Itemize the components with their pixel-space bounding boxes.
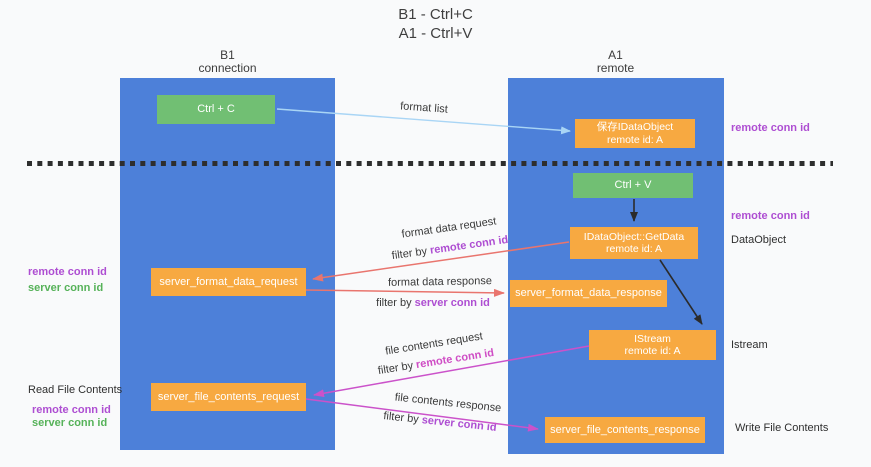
label-dataobject: DataObject	[731, 234, 787, 246]
remote-conn-id-text: remote conn id	[429, 233, 509, 257]
arrow-label-filter-by-server-conn-id-2: filter by server conn id	[383, 410, 497, 434]
title-line-1: B1 - Ctrl+C	[398, 6, 473, 23]
column-subtitle-remote: remote	[596, 61, 635, 75]
node-server-format-data-response-label: server_format_data_response	[515, 287, 662, 299]
column-header-a1: A1 remote	[508, 49, 723, 75]
label-left-remote-conn-id-1: remote conn id	[28, 266, 107, 278]
node-server-file-contents-request-label: server_file_contents_request	[157, 390, 300, 403]
node-idataobject-getdata: IDataObject::GetData remote id: A	[570, 227, 698, 259]
node-ctrl-v: Ctrl + V	[573, 173, 693, 198]
node-server-file-contents-response-label: server_file_contents_response	[550, 423, 700, 436]
column-title-a1: A1	[608, 48, 623, 62]
node-server-format-data-response: server_format_data_response	[510, 280, 667, 307]
server-conn-id-text: server conn id	[421, 414, 498, 434]
node-idataobject-getdata-line1: IDataObject::GetData	[583, 230, 685, 243]
filter-by-text: filter by	[376, 297, 415, 309]
arrow-label-format-data-response: format data response	[387, 275, 493, 289]
label-right-remote-conn-id-1: remote conn id	[731, 122, 810, 134]
label-right-remote-conn-id-2: remote conn id	[731, 210, 810, 222]
node-server-format-data-request-label: server_format_data_request	[159, 275, 298, 288]
node-ctrl-c: Ctrl + C	[157, 95, 275, 124]
label-left-remote-conn-id-2: remote conn id	[32, 404, 111, 416]
column-subtitle-connection: connection	[198, 61, 257, 75]
label-left-server-conn-id-2: server conn id	[32, 417, 108, 429]
label-write-file-contents: Write File Contents	[735, 422, 829, 434]
arrow-label-file-contents-response: file contents response	[394, 391, 502, 415]
node-server-file-contents-request: server_file_contents_request	[151, 383, 306, 411]
node-istream-line2: remote id: A	[624, 345, 681, 357]
node-server-file-contents-response: server_file_contents_response	[545, 417, 705, 443]
title-line-2: A1 - Ctrl+V	[398, 25, 473, 42]
node-istream: IStream remote id: A	[589, 330, 716, 360]
arrow-label-format-list: format list	[399, 100, 449, 116]
column-title-b1: B1	[220, 48, 235, 62]
node-save-idataobject: 保存IDataObject remote id: A	[575, 119, 695, 148]
node-istream-line1: IStream	[634, 332, 671, 345]
node-ctrl-c-label: Ctrl + C	[197, 103, 235, 115]
node-ctrl-v-label: Ctrl + V	[614, 179, 652, 191]
label-read-file-contents: Read File Contents	[28, 384, 123, 396]
node-idataobject-getdata-line2: remote id: A	[605, 243, 663, 255]
arrow-format-data-response	[305, 288, 505, 297]
filter-by-text: filter by	[377, 359, 418, 378]
node-save-idataobject-line2: remote id: A	[606, 133, 664, 146]
arrow-label-filter-by-server-conn-id-1: filter by server conn id	[376, 297, 490, 309]
server-conn-id-text: server conn id	[414, 297, 490, 309]
label-istream: Istream	[731, 339, 768, 351]
node-server-format-data-request: server_format_data_request	[151, 268, 306, 296]
node-save-idataobject-line1: 保存IDataObject	[596, 121, 674, 133]
label-left-server-conn-id-1: server conn id	[28, 282, 104, 294]
filter-by-text: filter by	[391, 244, 431, 263]
filter-by-text: filter by	[382, 410, 423, 427]
diagram-title: B1 - Ctrl+C A1 - Ctrl+V	[0, 5, 871, 43]
column-header-b1: B1 connection	[120, 49, 335, 75]
